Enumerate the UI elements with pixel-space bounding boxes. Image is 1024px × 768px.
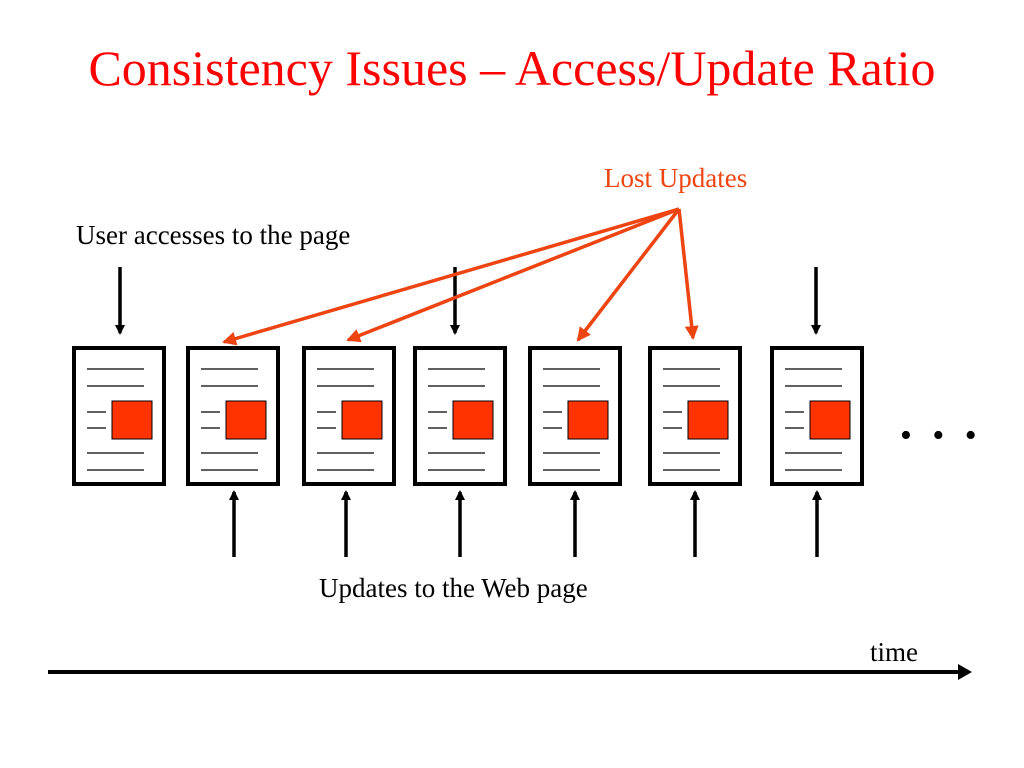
lost-update-arrow [677, 208, 699, 340]
lost-updates-label: Lost Updates [604, 163, 748, 193]
updates-label: Updates to the Web page [319, 573, 588, 603]
user-accesses-label: User accesses to the page [76, 220, 351, 250]
update-arrows-group [229, 490, 822, 557]
lost-update-arrow [576, 207, 681, 342]
content-block [687, 400, 729, 440]
time-axis-arrowhead [958, 664, 972, 680]
page-snapshot-6 [648, 346, 742, 486]
time-axis [48, 664, 972, 680]
content-block [809, 400, 851, 440]
page-snapshot-4 [413, 346, 507, 486]
time-label: time [870, 637, 918, 667]
ellipsis: • • • [900, 417, 983, 454]
content-block [567, 400, 609, 440]
lost-update-arrow [222, 207, 680, 346]
access-arrows-group [115, 267, 821, 335]
lost-update-arrow [346, 207, 680, 343]
page-snapshot-3 [302, 346, 396, 486]
content-block [225, 400, 267, 440]
content-block [452, 400, 494, 440]
page-snapshot-1 [72, 346, 166, 486]
content-block [341, 400, 383, 440]
page-snapshot-7 [770, 346, 864, 486]
content-block [111, 400, 153, 440]
lost-update-arrows-group [222, 207, 699, 346]
slide-title: Consistency Issues – Access/Update Ratio [88, 40, 936, 96]
page-snapshot-2 [186, 346, 280, 486]
page-snapshot-5 [528, 346, 622, 486]
